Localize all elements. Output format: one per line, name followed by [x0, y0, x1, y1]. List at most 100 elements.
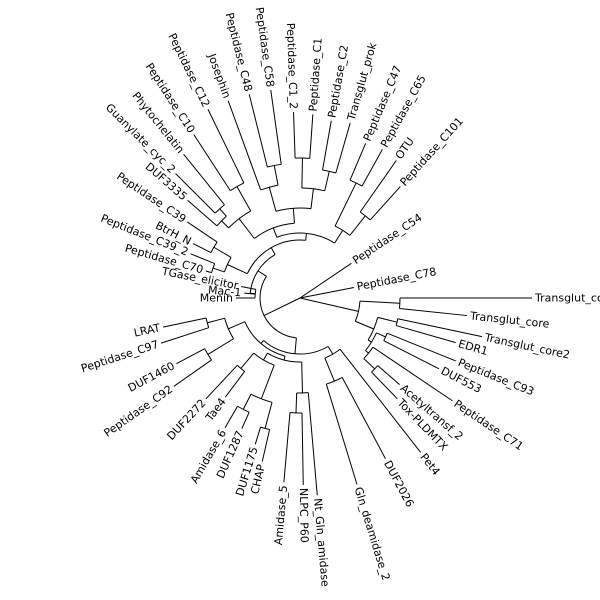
internal-branch	[367, 339, 372, 343]
internal-branch	[334, 182, 357, 227]
internal-branch	[268, 187, 277, 212]
leaf-branch	[270, 89, 282, 165]
leaf-branch	[190, 253, 215, 265]
internal-branch	[212, 267, 225, 273]
internal-branch	[273, 165, 279, 186]
internal-branch	[263, 297, 301, 316]
internal-branch	[365, 350, 369, 354]
internal-branch	[207, 317, 225, 324]
clade-arc	[210, 241, 218, 253]
leaf-branch	[383, 340, 440, 370]
leaf-label: Peptidase_C78	[356, 265, 438, 293]
leaf-label: Peptidase_C97	[79, 338, 160, 375]
leaf-branch	[395, 325, 456, 344]
internal-branch	[334, 230, 344, 244]
internal-branch	[355, 320, 374, 330]
internal-branch	[227, 264, 248, 275]
leaf-label: Josephin	[205, 51, 233, 100]
leaf-label: DUF2272	[164, 397, 208, 443]
internal-branch	[260, 340, 264, 344]
leaf-branch	[261, 429, 271, 462]
leaf-branch	[299, 262, 352, 299]
internal-branch	[299, 297, 359, 312]
internal-branch	[295, 392, 298, 413]
leaf-branch	[248, 94, 268, 168]
leaf-branch	[322, 120, 332, 171]
internal-branch	[270, 247, 276, 255]
internal-branch	[294, 337, 297, 354]
leaf-label: DUF2026	[381, 458, 416, 509]
internal-branch	[301, 361, 303, 393]
internal-branch	[240, 352, 255, 369]
tree-branches	[160, 89, 532, 496]
leaf-labels: Transglut_core3Transglut_coreTransglut_c…	[79, 6, 600, 587]
internal-branch	[242, 394, 252, 410]
clade-arc	[354, 301, 361, 322]
leaf-branch	[176, 348, 205, 365]
leaf-branch	[193, 134, 231, 191]
internal-branch	[238, 218, 255, 239]
internal-branch	[236, 186, 252, 212]
clade-arc	[259, 276, 297, 339]
leaf-branch	[162, 317, 207, 328]
leaf-label: Menin	[200, 292, 233, 305]
leaf-branch	[309, 114, 314, 159]
leaf-branch	[399, 307, 468, 317]
internal-branch	[264, 402, 273, 429]
internal-branch	[359, 300, 400, 304]
clade-arc	[246, 239, 306, 274]
internal-branch	[327, 346, 334, 355]
internal-branch	[301, 158, 303, 189]
leaf-branch	[173, 359, 212, 387]
leaf-label: Peptidase_C1	[307, 37, 325, 111]
leaf-branch	[372, 346, 453, 402]
clade-arc	[371, 365, 379, 373]
clade-arc	[398, 297, 401, 309]
leaf-label: Gln_deamidase_2	[352, 485, 393, 582]
leaf-label: Transglut_core2	[483, 331, 572, 362]
internal-branch	[263, 352, 268, 361]
clade-arc	[363, 346, 374, 359]
leaf-branch	[224, 405, 238, 429]
leaf-branch	[301, 412, 304, 485]
leaf-branch	[205, 270, 212, 274]
internal-branch	[207, 338, 234, 355]
internal-branch	[213, 246, 232, 258]
internal-branch	[292, 208, 295, 224]
internal-branch	[305, 233, 307, 241]
internal-branch	[228, 321, 246, 330]
leaf-branch	[175, 173, 216, 214]
internal-branch	[257, 270, 267, 277]
leaf-label: Nt_Gln_amidase	[311, 498, 332, 588]
leaf-branch	[241, 286, 256, 290]
leaf-branch	[371, 371, 398, 400]
internal-branch	[221, 220, 230, 229]
leaf-label: NLPC_P60	[297, 488, 311, 543]
internal-branch	[310, 188, 314, 209]
leaf-branch	[349, 143, 367, 181]
leaf-branch	[335, 122, 351, 174]
leaf-label: Transglut_core3	[534, 292, 600, 305]
clade-arc	[326, 377, 343, 385]
leaf-branch	[341, 377, 386, 459]
internal-branch	[283, 355, 286, 361]
leaf-branch	[254, 426, 262, 445]
leaf-branch	[293, 112, 296, 159]
leaf-branch	[192, 243, 212, 254]
leaf-branch	[183, 153, 225, 206]
leaf-branch	[359, 160, 397, 213]
clade-arc	[253, 352, 275, 366]
leaf-label: Peptidase_C58	[253, 6, 277, 88]
leaf-branch	[227, 100, 262, 191]
clade-arc	[267, 163, 282, 168]
leaf-branch	[283, 412, 291, 483]
leaf-label: Amidase_5	[272, 485, 290, 546]
leaf-branch	[241, 411, 250, 429]
leaf-branch	[397, 318, 483, 338]
internal-branch	[377, 316, 398, 323]
internal-branch	[324, 357, 335, 382]
internal-branch	[219, 208, 227, 217]
leaf-branch	[386, 332, 456, 362]
leaf-label: Pet4	[417, 451, 442, 478]
